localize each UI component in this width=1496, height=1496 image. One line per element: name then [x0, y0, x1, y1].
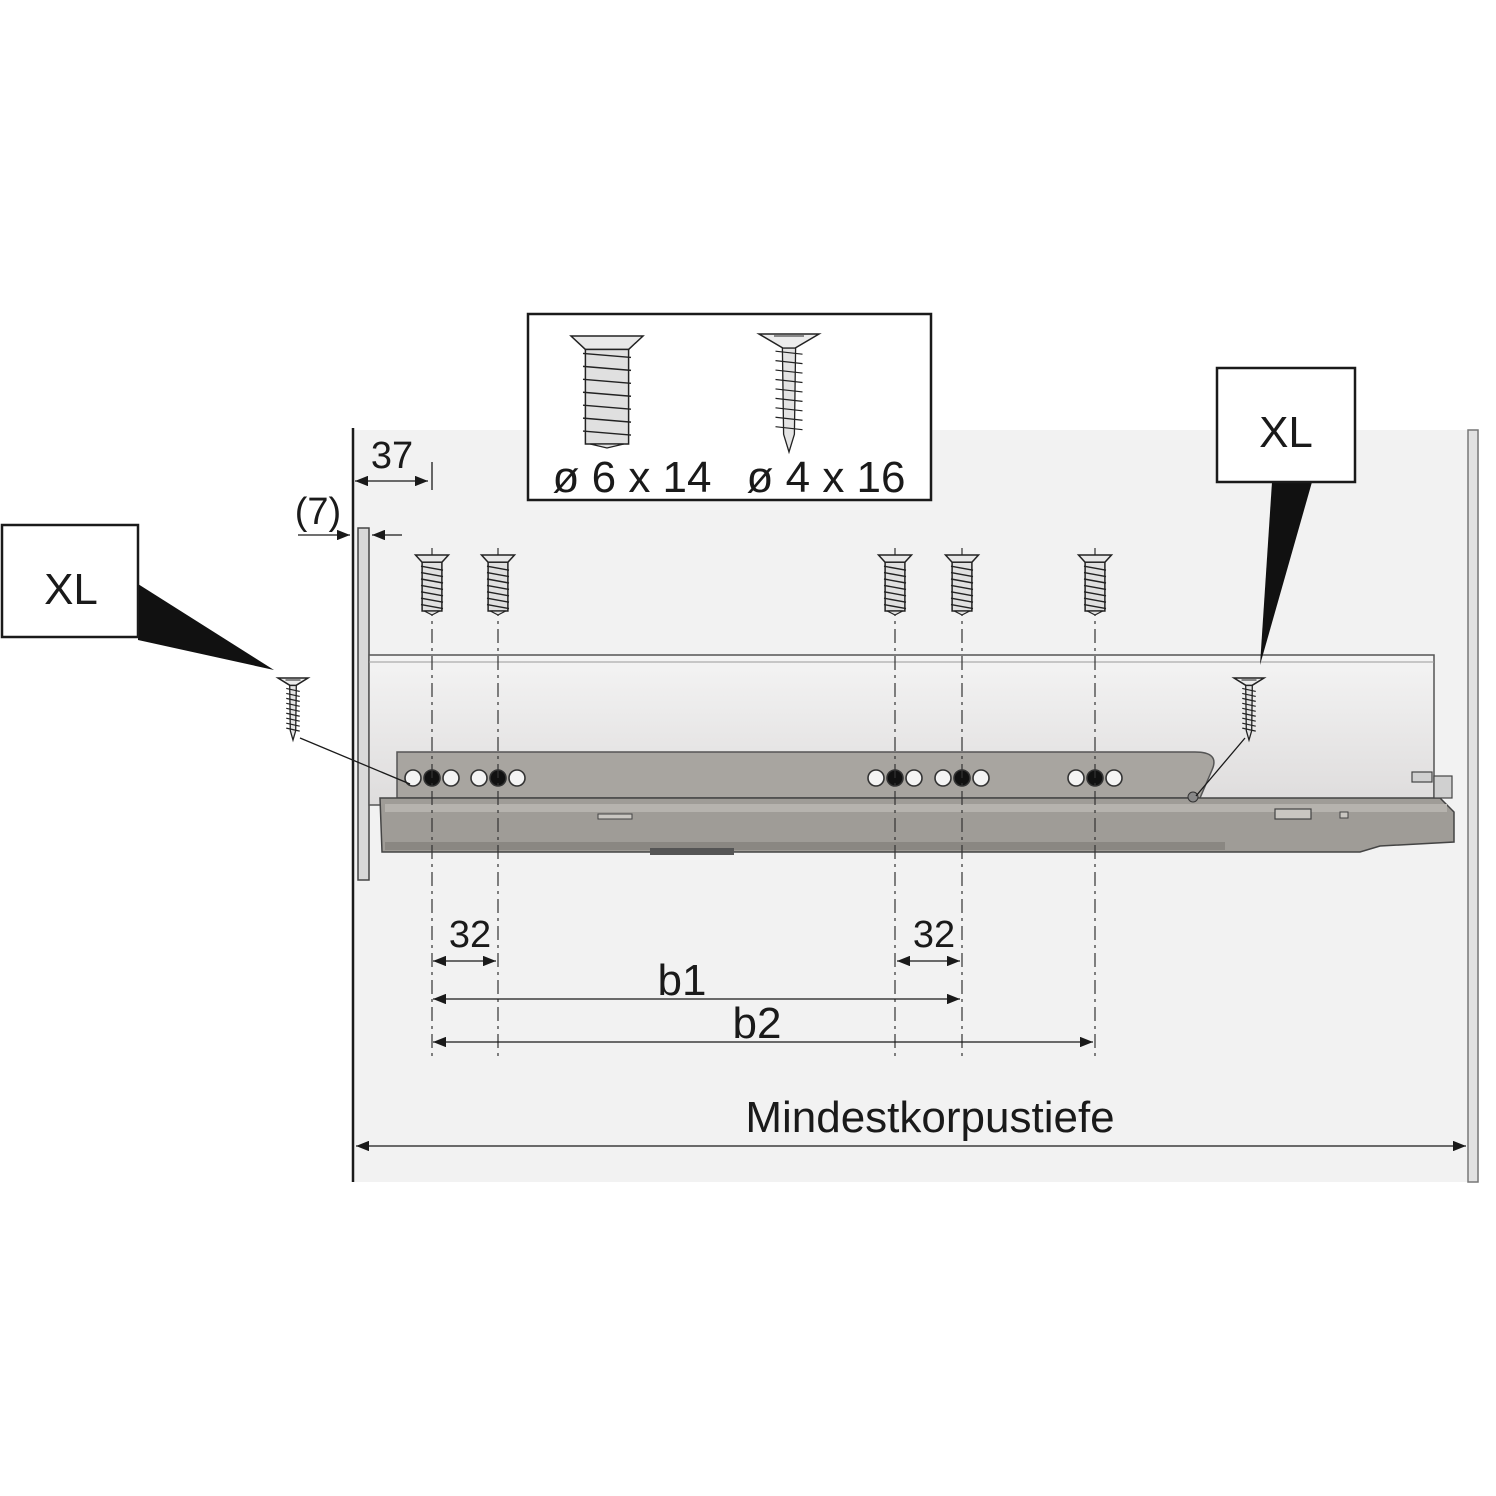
hole-open: [972, 769, 990, 787]
wood-screw-icon: [756, 333, 822, 455]
wood-screw-icon: [1231, 677, 1267, 743]
wood-screw-right: [1231, 677, 1267, 743]
callout-left-label: XL: [44, 565, 98, 614]
callout-left: XL: [0, 523, 411, 785]
dim-setback-label: (7): [295, 491, 341, 533]
dim-pitch-left: 32: [433, 914, 496, 967]
euro-screw-icon: [1076, 554, 1114, 616]
callout-right: XL: [1195, 366, 1357, 797]
hole-open: [934, 769, 952, 787]
dim-setback: (7): [295, 491, 402, 541]
euro-screw-icon: [413, 554, 451, 616]
dim-front-offset-label: 37: [371, 435, 413, 477]
screw-legend: ø 6 x 14 ø 4 x 16: [526, 312, 933, 502]
legend-screw-a-label: ø 6 x 14: [553, 453, 712, 502]
dim-min-depth: Mindestkorpustiefe: [356, 1093, 1466, 1152]
wood-screw-left: [275, 677, 311, 743]
dim-b1-label: b1: [658, 956, 707, 1005]
dim-b1: b1: [433, 956, 960, 1005]
dim-pitch-right: 32: [897, 914, 960, 967]
euro-screw-icon: [569, 335, 645, 449]
euro-screw-icon: [943, 554, 981, 616]
euro-screw-icon: [479, 554, 517, 616]
hole-open: [442, 769, 460, 787]
hole-open: [905, 769, 923, 787]
callout-right-label: XL: [1259, 408, 1313, 457]
dim-front-offset: 37: [355, 435, 433, 490]
dim-pitch-right-label: 32: [913, 914, 955, 956]
hole-open: [1067, 769, 1085, 787]
screw-centerlines: [431, 548, 1096, 1056]
hole-open: [470, 769, 488, 787]
dim-min-depth-label: Mindestkorpustiefe: [745, 1093, 1114, 1142]
hole-open: [404, 769, 422, 787]
dim-b2: b2: [433, 999, 1093, 1048]
dim-b2-label: b2: [733, 999, 782, 1048]
wood-screw-icon: [275, 677, 311, 743]
drawer-front: [357, 527, 370, 881]
wood-screw-icon: [756, 333, 822, 455]
hole-open: [867, 769, 885, 787]
euro-screw-icon: [569, 335, 645, 449]
dim-pitch-left-label: 32: [449, 914, 491, 956]
cabinet-back-panel: [1467, 429, 1479, 1183]
euro-screw-row: [413, 554, 1114, 616]
hole-open: [1105, 769, 1123, 787]
euro-screw-icon: [876, 554, 914, 616]
legend-screw-b-label: ø 4 x 16: [747, 453, 906, 502]
hole-open: [508, 769, 526, 787]
mounting-holes: [404, 769, 1123, 787]
slide-rail: [379, 751, 1455, 855]
